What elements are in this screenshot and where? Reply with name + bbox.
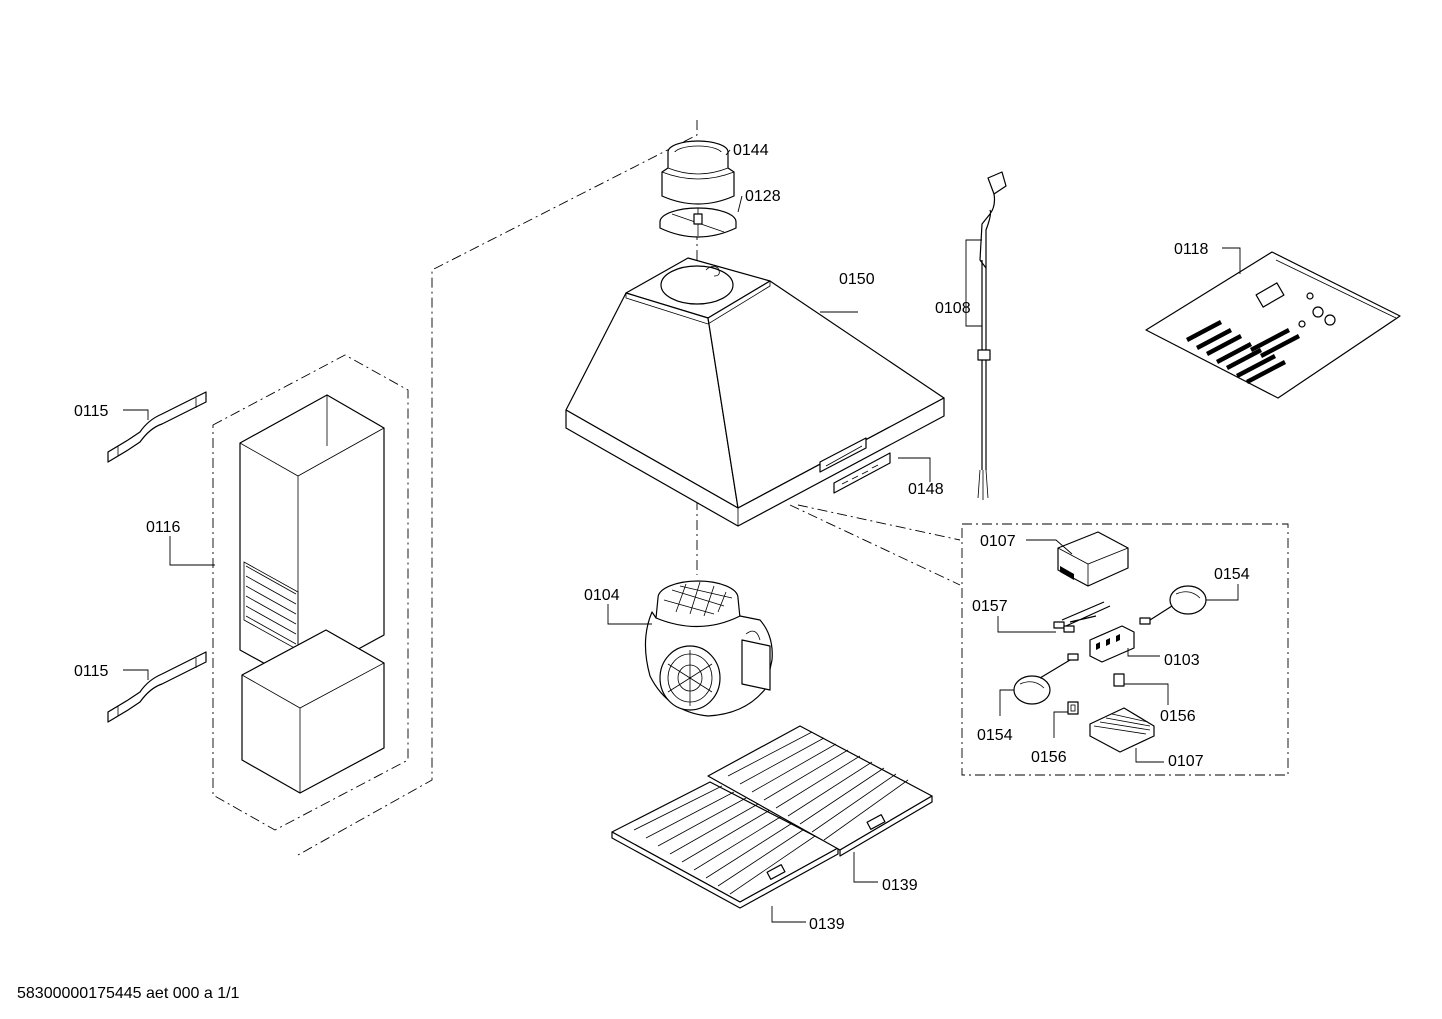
- label-0144: 0144: [733, 142, 769, 159]
- part-0128-backflow-flap[interactable]: [659, 207, 737, 238]
- part-0115-bracket-top[interactable]: [107, 391, 207, 463]
- label-0154-left: 0154: [977, 727, 1013, 744]
- part-0118-installation-kit[interactable]: [1145, 251, 1401, 399]
- part-0103-switch-module[interactable]: [1089, 625, 1135, 663]
- part-0108-power-cord[interactable]: [977, 171, 1007, 500]
- label-0115-bottom: 0115: [74, 663, 109, 680]
- part-labels: 0144 0128 0150 0108 0118 0115 0116 0115 …: [74, 142, 1250, 933]
- label-0154-right: 0154: [1214, 566, 1250, 583]
- label-0103: 0103: [1164, 652, 1200, 669]
- part-0116-chimney-lower[interactable]: [241, 629, 385, 794]
- part-0139-grease-filter-left[interactable]: [611, 781, 839, 909]
- part-0139-grease-filter-right[interactable]: [707, 725, 933, 857]
- part-0107-lamp-housing-bottom[interactable]: [1089, 707, 1155, 753]
- label-0115-top: 0115: [74, 403, 109, 420]
- label-0139-right: 0139: [882, 877, 918, 894]
- part-0156-clip-left[interactable]: [1067, 701, 1079, 715]
- part-0154-lamp-left[interactable]: [1013, 653, 1079, 705]
- label-0139-left: 0139: [809, 916, 845, 933]
- part-0116-chimney-upper[interactable]: [239, 394, 385, 683]
- part-0156-clip-right[interactable]: [1113, 673, 1125, 687]
- label-0148: 0148: [908, 481, 944, 498]
- part-0107-lamp-housing-top[interactable]: [1057, 531, 1129, 587]
- label-0157: 0157: [972, 598, 1008, 615]
- label-0156-right: 0156: [1160, 708, 1196, 725]
- label-0107-bottom: 0107: [1168, 753, 1204, 770]
- label-0104: 0104: [584, 587, 620, 604]
- part-0154-lamp-right[interactable]: [1139, 585, 1207, 625]
- part-0104-fan-motor[interactable]: [644, 580, 773, 717]
- label-0128: 0128: [745, 188, 781, 205]
- part-0150-hood-canopy[interactable]: [565, 257, 945, 527]
- drawing-reference-footer: 58300000175445 aet 000 a 1/1: [17, 985, 240, 1002]
- label-0108: 0108: [935, 300, 971, 317]
- part-0148-control-panel[interactable]: [833, 452, 891, 494]
- label-0116: 0116: [146, 519, 181, 536]
- label-0107-top: 0107: [980, 533, 1016, 550]
- part-0115-bracket-bottom[interactable]: [107, 651, 207, 723]
- label-0156-left: 0156: [1031, 749, 1067, 766]
- part-0144-duct-connector[interactable]: [661, 140, 735, 205]
- part-0157-wire-harness[interactable]: [1053, 601, 1111, 633]
- leader-lines: [123, 149, 1241, 923]
- label-0150: 0150: [839, 271, 875, 288]
- label-0118: 0118: [1174, 241, 1209, 258]
